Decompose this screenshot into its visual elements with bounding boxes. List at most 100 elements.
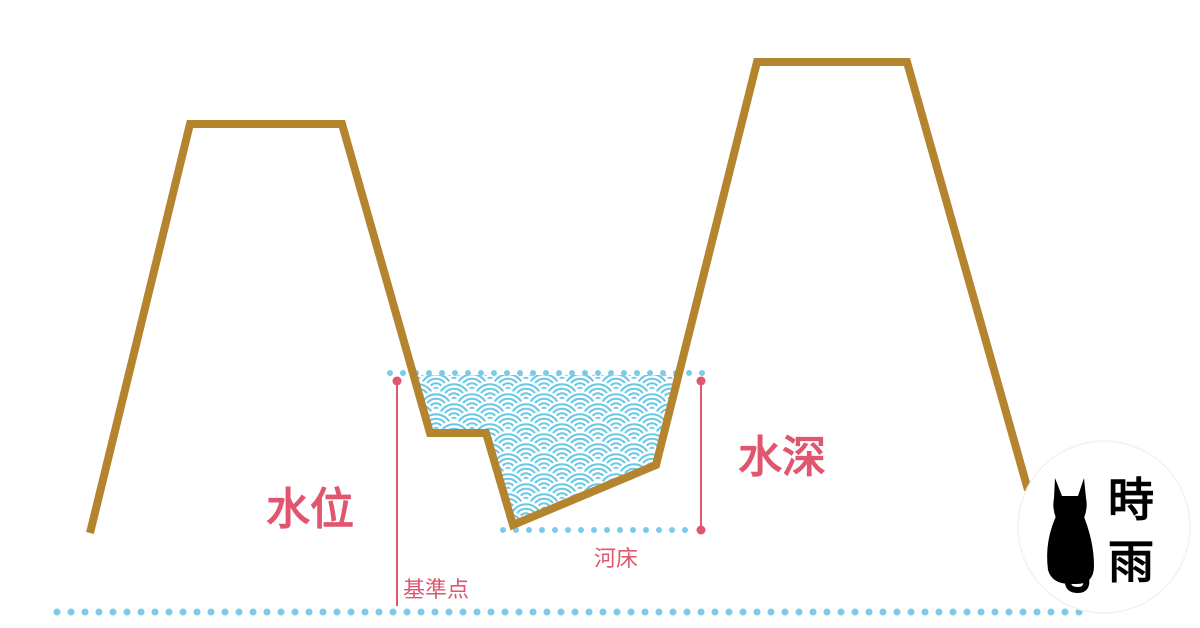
wave-arc: [684, 406, 693, 411]
wave-arc: [369, 467, 396, 480]
wave-arc: [688, 382, 724, 400]
wave-arc: [425, 459, 447, 471]
wave-arc: [364, 502, 400, 520]
wave-arc: [355, 461, 373, 470]
wave-arc: [416, 510, 456, 525]
wave-arc: [412, 434, 424, 441]
wave-arc: [677, 419, 678, 431]
wave-arc: [369, 447, 396, 461]
wave-arc: [409, 531, 427, 540]
wave-arc: [351, 517, 378, 531]
wave-arc: [697, 451, 715, 460]
wave-arc: [677, 439, 678, 451]
wave-arc: [711, 477, 738, 491]
wave-arc: [346, 452, 382, 470]
wave-arc: [378, 456, 387, 461]
wave-arc: [571, 361, 589, 370]
wave-arc: [439, 505, 469, 521]
wave-arc: [411, 510, 420, 525]
wave-arc: [630, 536, 639, 541]
wave-arc: [706, 512, 742, 530]
wave-arc: [715, 441, 733, 450]
wave-arc: [706, 372, 742, 390]
wave-arc: [416, 470, 456, 492]
wave-arc: [558, 536, 567, 541]
wave-arc: [670, 352, 706, 370]
wave-arc: [603, 357, 630, 371]
wave-arc: [346, 432, 382, 450]
wave-arc: [688, 422, 724, 440]
wave-arc: [715, 421, 733, 430]
wave-arc: [637, 495, 667, 511]
wave-arc: [693, 487, 720, 501]
wave-arc: [711, 436, 738, 450]
wave-arc: [702, 476, 711, 481]
wave-arc: [351, 436, 378, 450]
wave-arc: [592, 514, 604, 521]
wave-arc: [461, 479, 483, 491]
wave-arc: [448, 494, 460, 501]
wave-arc: [706, 392, 742, 410]
wave-arc: [457, 495, 487, 511]
wave-arc: [430, 484, 442, 491]
wave-arc: [697, 411, 715, 420]
wave-arc: [346, 352, 382, 370]
wave-arc: [592, 494, 604, 501]
wave-arc: [720, 406, 729, 411]
wave-arc: [411, 485, 433, 501]
wave-arc: [412, 494, 424, 501]
wave-arc: [693, 407, 720, 421]
wave-arc: [522, 536, 531, 541]
wave-arc: [477, 527, 504, 541]
wave-arc: [378, 436, 387, 441]
wave-arc: [677, 519, 678, 525]
wave-arc: [461, 459, 483, 471]
wave-arc: [411, 410, 420, 432]
wave-arc: [684, 486, 693, 490]
wave-arc: [641, 479, 663, 491]
wave-arc: [360, 486, 369, 490]
wave-arc: [373, 391, 391, 400]
wave-arc: [684, 466, 693, 471]
wave-arc: [499, 361, 517, 370]
wave-arc: [418, 352, 454, 370]
wave-arc: [697, 471, 715, 480]
wave-arc: [715, 461, 733, 470]
wave-arc: [452, 510, 492, 525]
wave-arc: [457, 515, 487, 525]
wave-arc: [411, 440, 438, 462]
wave-arc: [448, 454, 460, 461]
wave-arc: [673, 395, 678, 411]
wave-arc: [351, 477, 378, 491]
wave-arc: [484, 514, 496, 521]
wave-arc: [623, 489, 645, 501]
wave-arc: [702, 436, 711, 441]
wave-arc: [693, 527, 720, 541]
wave-arc: [702, 456, 711, 461]
wave-arc: [540, 366, 549, 371]
wave-arc: [693, 387, 720, 401]
wave-arc: [430, 504, 442, 511]
wave-arc: [373, 491, 391, 500]
wave-arc: [715, 401, 733, 410]
wave-arc: [531, 357, 558, 371]
wave-arc: [355, 381, 373, 390]
embankment-outline: [86, 58, 1032, 534]
wave-arc: [448, 474, 460, 481]
wave-arc: [641, 499, 663, 511]
wave-arc: [479, 509, 501, 521]
wave-arc: [369, 487, 396, 501]
wave-arc: [378, 416, 387, 421]
wave-arc: [364, 442, 400, 460]
wave-arc: [461, 519, 483, 525]
wave-arc: [637, 515, 667, 525]
wave-arc: [720, 486, 729, 490]
wave-arc: [715, 381, 733, 390]
wave-arc: [443, 469, 465, 481]
wave-arc: [432, 366, 441, 371]
wave-arc: [711, 417, 738, 431]
wave-arc: [702, 516, 711, 521]
wave-arc: [697, 511, 715, 520]
wave-arc: [720, 466, 729, 471]
